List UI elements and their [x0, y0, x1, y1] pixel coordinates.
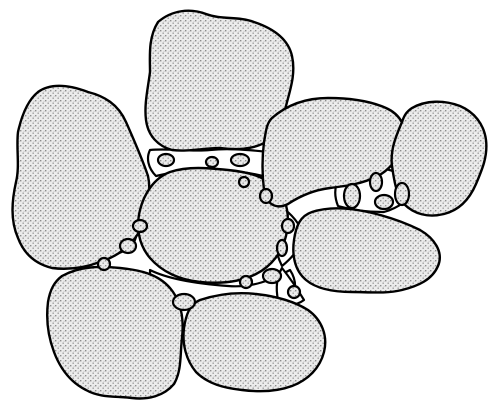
pore-grain [375, 195, 393, 209]
pore-grain [231, 154, 249, 166]
pore-grain [260, 189, 272, 203]
pore-grain [344, 184, 360, 208]
pore-grain [133, 220, 147, 232]
pore-grain [277, 240, 287, 256]
pore-grain [120, 239, 136, 253]
pore-grain [240, 276, 252, 288]
pore-grain [263, 269, 281, 283]
particle-right-middle [293, 208, 439, 292]
pore-grain [98, 258, 110, 270]
pore-grain [239, 177, 249, 187]
pore-grain [395, 183, 409, 205]
particle-bottom-center [184, 293, 326, 391]
particle-bottom-left [47, 267, 182, 399]
pore-grain [158, 154, 174, 166]
pore-grain [206, 157, 218, 167]
pore-grain [173, 294, 195, 310]
pore-grain [288, 286, 300, 298]
pore-grain [370, 173, 382, 191]
pore-grain [282, 219, 294, 233]
